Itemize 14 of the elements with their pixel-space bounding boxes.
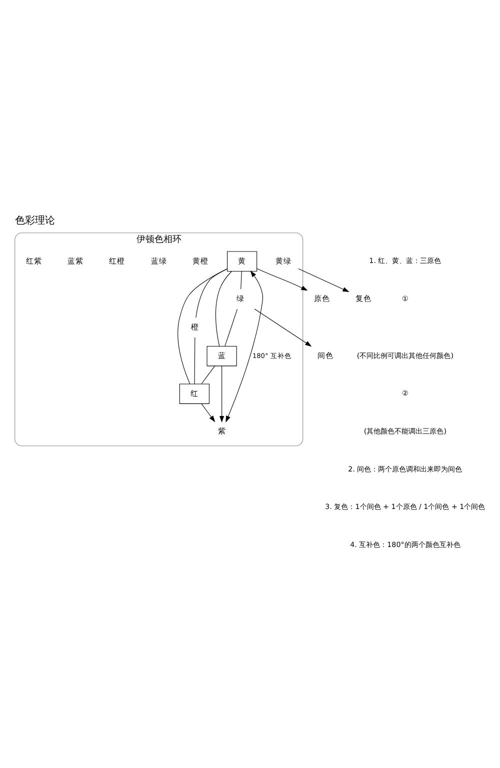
arrow bbox=[226, 270, 264, 422]
arrow bbox=[256, 268, 308, 291]
connector bbox=[201, 366, 216, 384]
arrow bbox=[254, 308, 312, 347]
connector bbox=[215, 270, 232, 346]
connector bbox=[240, 271, 242, 290]
connector bbox=[194, 337, 196, 384]
arrow bbox=[220, 366, 224, 423]
arrow bbox=[201, 404, 216, 422]
connector bbox=[224, 308, 238, 346]
diagram-title: 色彩理论 bbox=[14, 215, 55, 226]
arrow bbox=[298, 268, 350, 292]
connector bbox=[178, 268, 228, 384]
connector bbox=[196, 268, 228, 318]
